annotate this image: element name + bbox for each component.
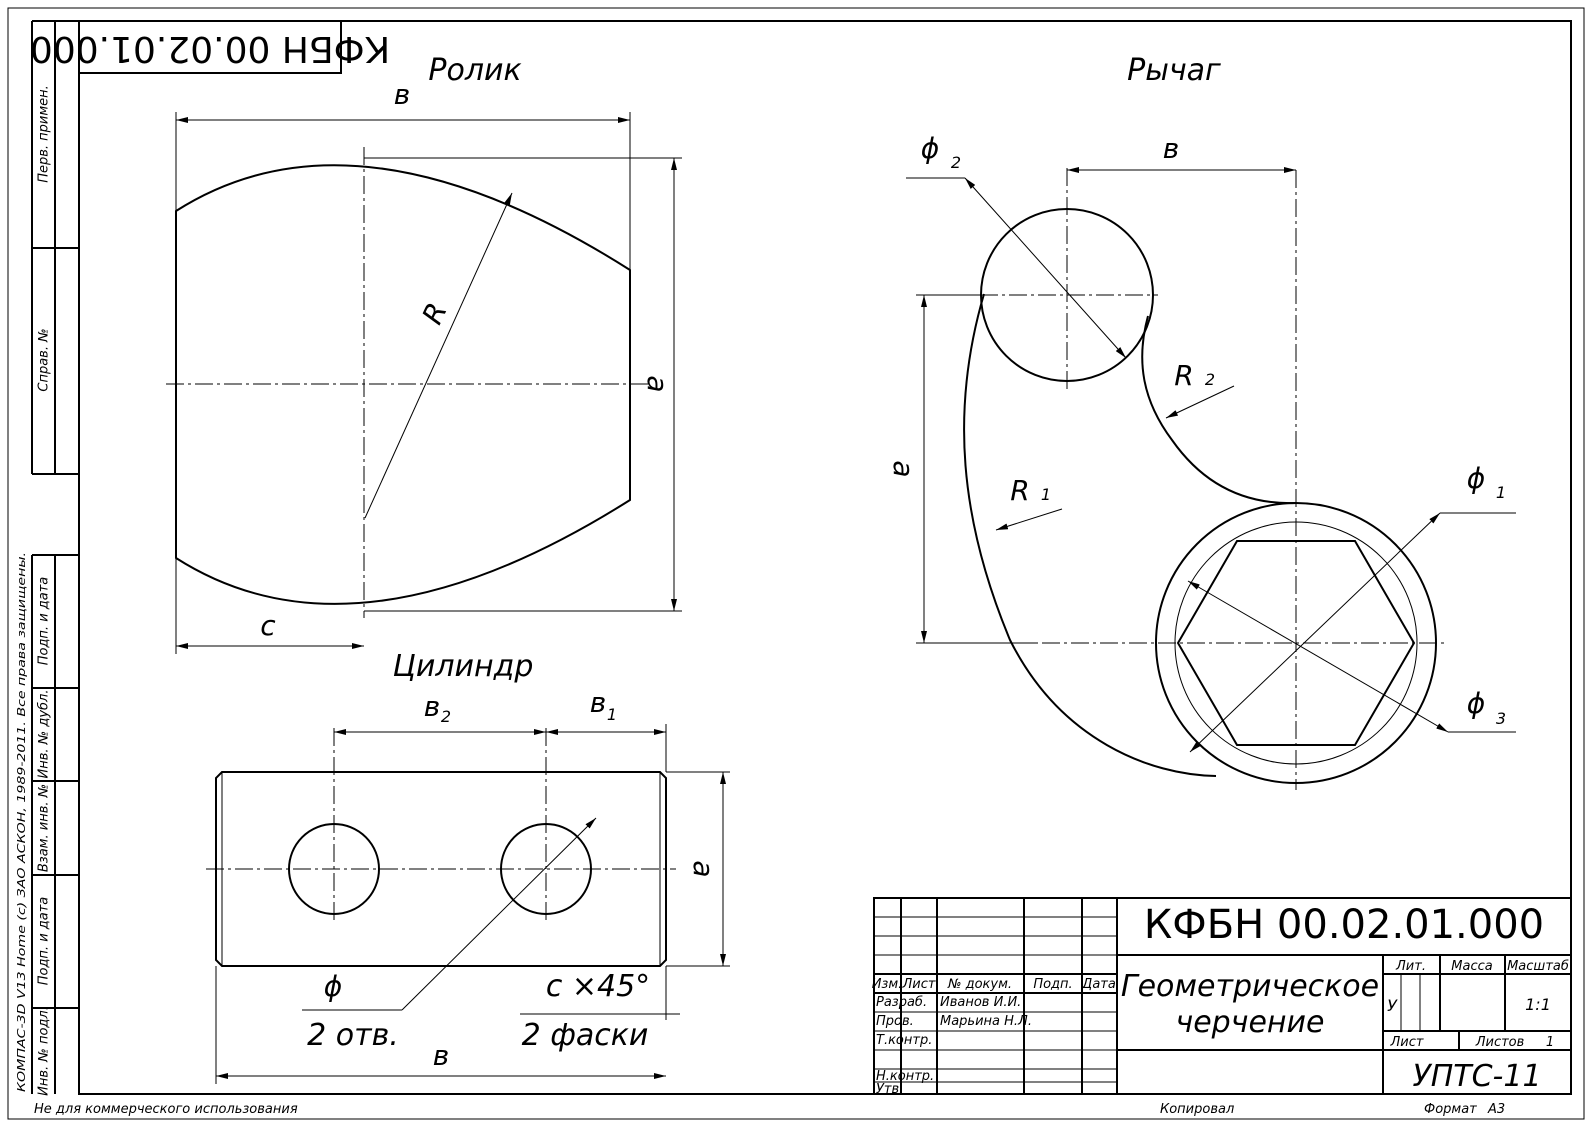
roller-offset-label: с [260,609,276,642]
lever-width-label: в [1163,132,1180,165]
lever-r1-sub: 1 [1041,485,1051,504]
outer-trim-frame [7,7,1585,1120]
cylinder-length-label: в [433,1039,450,1072]
tb-izm: Изм. [872,977,903,992]
roller-title: Ролик [428,53,521,88]
tb-podp: Подп. [1033,977,1072,992]
lever-outer-edge [963,293,1217,777]
perv-primen-label: Перв. примен. [37,85,52,183]
tb-name-line1: Геометрическое [1121,969,1379,1004]
tb-list: Лист [902,977,936,992]
sprav-no-label: Справ. № [37,328,52,391]
lever-phi1-label: ϕ [1467,462,1485,495]
tb-sheets-value: 1 [1546,1035,1554,1050]
lever-r1-label: R [1010,474,1029,507]
cylinder-hole-leader [401,817,597,1011]
cylinder-title: Цилиндр [393,649,534,684]
tb-nkontr: Н.контр. [876,1069,934,1084]
inv-podl-label: Инв. № подл. [37,1006,52,1096]
lever-phi3-sub: 3 [1496,709,1506,728]
tb-doc: № докум. [947,977,1012,992]
cylinder-phi-label: ϕ [324,970,342,1003]
top-stamp: КФБН 00.02.01.000 [30,20,390,74]
kompas-copyright: КОМПАС-3D V13 Home (c) ЗАО АСКОН, 1989-2… [15,552,28,1092]
tb-lit-value: У [1387,996,1398,1015]
tb-lit-label: Лит. [1395,959,1426,974]
roller-radius-dim [364,192,513,519]
lever-phi2-sub: 2 [951,153,961,172]
footer-format-value: А3 [1487,1102,1505,1117]
tb-name-line2: черчение [1176,1005,1325,1040]
tb-data: Дата [1081,977,1116,992]
lever-phi1-sub: 1 [1496,483,1506,502]
top-stamp-number: КФБН 00.02.01.000 [30,28,390,69]
footer-format: Формат [1424,1102,1477,1117]
tb-tkontr: Т.контр. [876,1033,932,1048]
cylinder-b2-label: в [424,690,441,723]
lever-r2-label: R [1174,359,1193,392]
lever-view: Рычаг в а ϕ 2 R 2 R 1 ϕ [887,53,1516,790]
cylinder-chamfer-label: с ×45° [546,969,650,1004]
tb-razrab-name: Иванов И.И. [940,995,1021,1010]
footer-copied: Копировал [1160,1102,1234,1117]
side-stamp: Перв. примен. Справ. № Подп. и дата Инв.… [15,20,79,1096]
tb-utv: Утв. [876,1082,903,1097]
tb-prov-name: Марьина Н.Л. [940,1014,1032,1029]
lever-r2-dim [1165,385,1235,419]
roller-view: Ролик в а R с [166,53,682,654]
tb-sheet-label: Лист [1390,1035,1424,1050]
cylinder-b1-label: в [590,686,607,719]
cylinder-holes-label: 2 отв. [307,1018,399,1053]
roller-width-label: в [394,78,411,111]
lever-phi2-dim [964,177,1127,359]
tb-massa-label: Масса [1451,959,1492,974]
tb-prov: Пров. [876,1014,914,1029]
tb-masshtab-label: Масштаб [1507,959,1569,974]
cylinder-view: Цилиндр в 2 в 1 а ϕ 2 отв. с ×45° 2 фаск… [206,649,730,1084]
inv-dubl-label: Инв. № дубл. [37,690,52,779]
cylinder-chamfers-label: 2 фаски [522,1018,649,1053]
tb-scale-value: 1:1 [1525,995,1551,1014]
roller-height-label: а [641,375,674,392]
lever-phi1-dim [1189,512,1441,753]
podp-data-label-1: Подп. и дата [37,577,52,666]
roller-radius-label: R [416,298,454,330]
lever-inner-edge [1141,315,1297,505]
cylinder-height-label: а [687,860,720,877]
lever-r1-dim [995,508,1063,531]
tb-razrab: Разраб. [876,995,927,1010]
tb-sheets-label: Листов [1475,1035,1525,1050]
footer-noncommercial: Не для коммерческого использования [34,1102,298,1117]
lever-height-label: а [887,460,920,477]
tb-designation: КФБН 00.02.01.000 [1144,902,1544,948]
cylinder-b2-sub: 2 [441,707,451,726]
tb-org: УПТС-11 [1412,1059,1541,1094]
podp-data-label-2: Подп. и дата [37,897,52,986]
title-block: Изм. Лист № докум. Подп. Дата Разраб. Ив… [872,897,1572,1097]
roller-outline [175,164,631,605]
lever-title: Рычаг [1127,53,1221,88]
lever-phi2-label: ϕ [921,132,939,165]
drawing-frame [78,20,1572,1095]
cylinder-b1-sub: 1 [607,705,617,724]
lever-r2-sub: 2 [1205,370,1215,389]
lever-phi3-label: ϕ [1467,687,1485,720]
lever-phi3-dim [1187,580,1449,733]
vzam-inv-label: Взам. инв. № [37,784,52,872]
